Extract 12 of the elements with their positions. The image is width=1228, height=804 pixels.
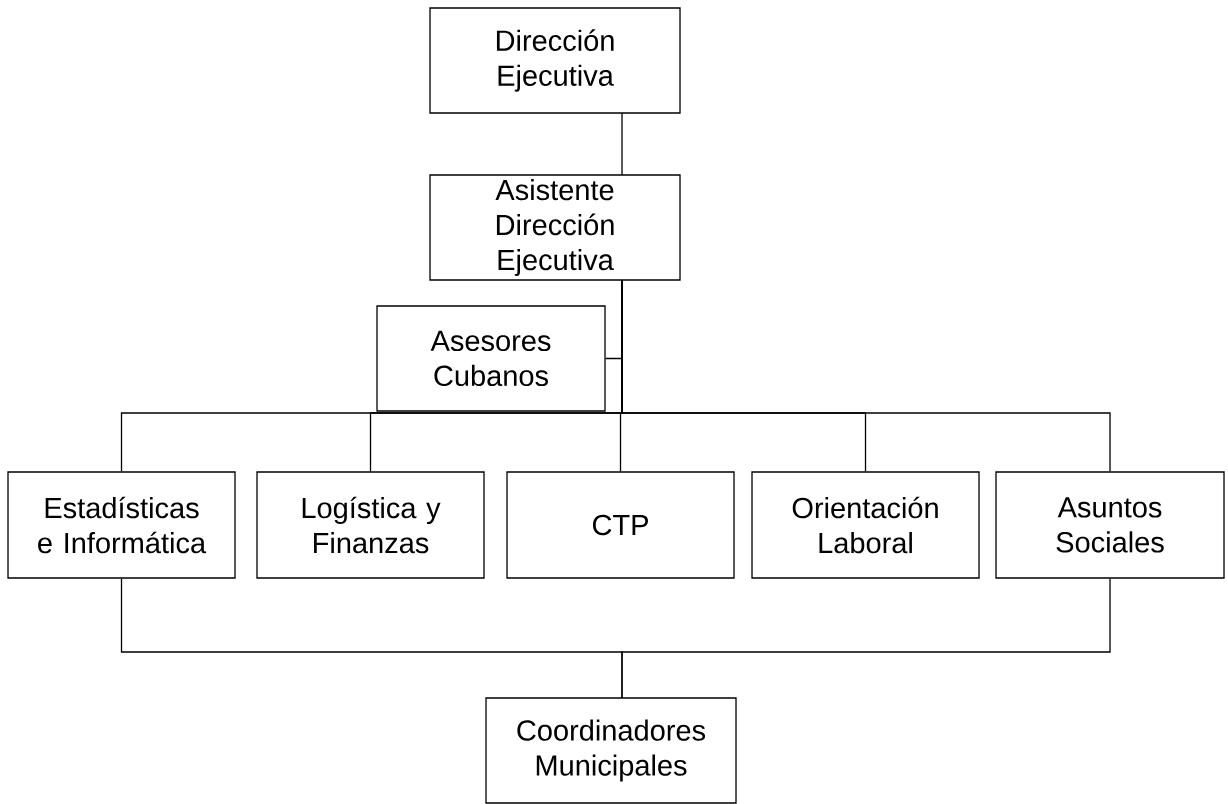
connector-line: [621, 279, 1111, 472]
org-box: Asistente Dirección Ejecutiva: [429, 174, 681, 281]
org-box: CTP: [506, 471, 735, 579]
org-box: Orientación Laboral: [751, 471, 980, 579]
connector-line: [621, 112, 623, 176]
org-box: Asuntos Sociales: [995, 471, 1225, 579]
org-box: Dirección Ejecutiva: [429, 7, 681, 114]
org-box: Estadísticas e Informática: [7, 471, 236, 579]
org-box: Asesores Cubanos: [376, 305, 606, 412]
org-box: Logística y Finanzas: [256, 471, 485, 579]
connector-line: [621, 578, 1111, 699]
org-box: Coordinadores Municipales: [485, 697, 737, 804]
